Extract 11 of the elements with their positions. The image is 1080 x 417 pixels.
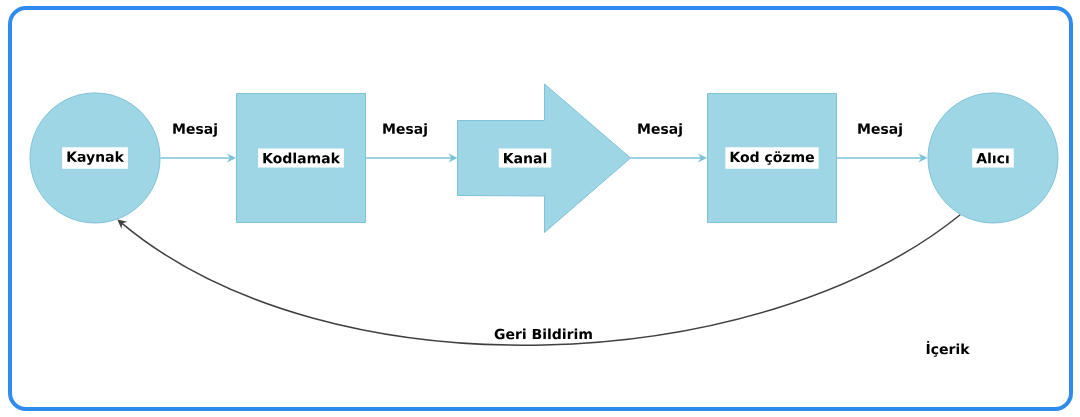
- process-box: Kod çözme: [707, 93, 837, 223]
- edge-label: Mesaj: [636, 122, 684, 138]
- process-box: Kodlamak: [236, 93, 366, 223]
- edge-label: Geri Bildirim: [493, 327, 594, 341]
- edge-label: Mesaj: [856, 122, 904, 138]
- circle-node: Kaynak: [29, 92, 161, 224]
- circle-node: Alıcı: [927, 92, 1059, 224]
- caption-label: İçerik: [926, 341, 970, 357]
- arrow: [117, 213, 961, 346]
- edge-label: Mesaj: [381, 122, 429, 138]
- edge-label: Mesaj: [171, 122, 219, 138]
